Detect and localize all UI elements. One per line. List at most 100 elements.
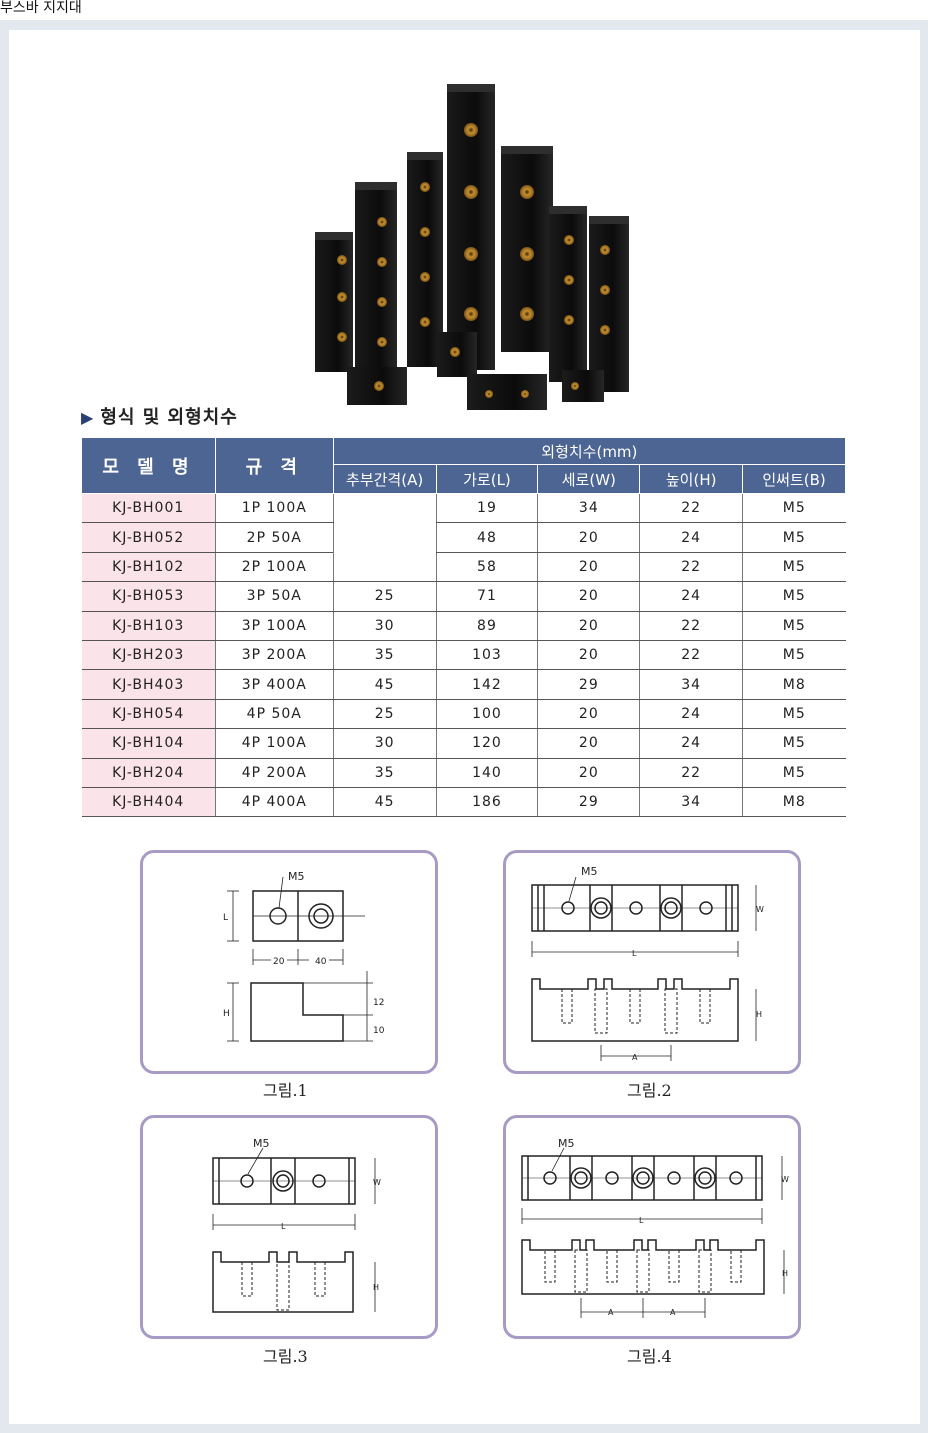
fig4-dim-a1: A <box>608 1308 614 1317</box>
cell-spec: 1P 100A <box>214 493 334 524</box>
cell-height: 34 <box>639 669 743 700</box>
fig4-dim-l: L <box>639 1216 644 1225</box>
fig3-dim-l: L <box>281 1222 286 1231</box>
cell-length: 19 <box>435 493 538 524</box>
header-dimensions: 외형치수(mm) <box>332 437 847 465</box>
busbar-block-3 <box>407 152 443 367</box>
cell-length: 71 <box>435 581 538 612</box>
figure-1-caption: 그림.1 <box>263 1081 308 1100</box>
section-heading-text: 형식 및 외형치수 <box>100 407 238 428</box>
figure-4-caption: 그림.4 <box>627 1347 672 1366</box>
header-insert: 인써트(B) <box>742 464 846 494</box>
table-row: KJ-BH204 4P 200A 35 140 20 22 M5 <box>81 758 846 788</box>
figure-4-box: M5 W L H A A <box>503 1115 801 1339</box>
cell-width: 29 <box>537 669 640 700</box>
cell-insert: M5 <box>742 581 846 612</box>
cell-width: 20 <box>537 522 640 553</box>
cell-height: 22 <box>639 552 743 583</box>
cell-insert: M5 <box>742 758 846 788</box>
cell-insert: M5 <box>742 640 846 671</box>
table-row: KJ-BH102 2P 100A 58 20 22 M5 <box>81 552 846 583</box>
cell-width: 20 <box>537 640 640 671</box>
figure-3-drawing: M5 W L H <box>212 1137 381 1313</box>
cell-model: KJ-BH104 <box>81 728 216 759</box>
fig1-dim-12: 12 <box>373 998 384 1008</box>
figure-4-drawing: M5 W L H A A <box>521 1137 789 1318</box>
cell-insert: M5 <box>742 728 846 759</box>
fig2-dim-w: W <box>756 905 764 914</box>
cell-insert: M5 <box>742 493 846 524</box>
cell-length: 120 <box>435 728 538 759</box>
cell-insert: M8 <box>742 669 846 700</box>
figure-3-caption: 그림.3 <box>263 1347 308 1366</box>
busbar-block-2 <box>355 182 397 387</box>
fig1-dim-40: 40 <box>315 957 327 967</box>
cell-pitch: 30 <box>332 728 437 759</box>
cell-spec: 4P 50A <box>214 699 334 730</box>
cell-spec: 2P 100A <box>214 552 334 583</box>
busbar-block-7 <box>589 216 629 392</box>
header-pitch: 추부간격(A) <box>332 464 437 494</box>
cell-model: KJ-BH204 <box>81 758 216 788</box>
cell-model: KJ-BH203 <box>81 640 216 671</box>
cell-model: KJ-BH052 <box>81 522 216 553</box>
cell-width: 20 <box>537 758 640 788</box>
header-spec: 규 격 <box>214 437 334 494</box>
cell-spec: 2P 50A <box>214 522 334 553</box>
table-row: KJ-BH404 4P 400A 45 186 29 34 M8 <box>81 787 846 818</box>
table-row: KJ-BH104 4P 100A 30 120 20 24 M5 <box>81 728 846 759</box>
fig4-dim-a2: A <box>670 1308 676 1317</box>
cell-height: 22 <box>639 493 743 524</box>
table-row: KJ-BH054 4P 50A 25 100 20 24 M5 <box>81 699 846 730</box>
fig4-insert-label: M5 <box>558 1137 575 1150</box>
figure-2-caption: 그림.2 <box>627 1081 672 1100</box>
table-row: KJ-BH103 3P 100A 30 89 20 22 M5 <box>81 611 846 641</box>
page-title: 부스바 지지대 <box>0 0 82 16</box>
fig2-dim-a: A <box>632 1053 638 1062</box>
cell-width: 20 <box>537 699 640 730</box>
cell-length: 140 <box>435 758 538 788</box>
cell-insert: M5 <box>742 611 846 641</box>
cell-pitch: 25 <box>332 581 437 612</box>
cell-width: 34 <box>537 493 640 524</box>
busbar-block-5 <box>501 146 553 352</box>
cell-model: KJ-BH102 <box>81 552 216 583</box>
cell-insert: M5 <box>742 699 846 730</box>
table-row: KJ-BH403 3P 400A 45 142 29 34 M8 <box>81 669 846 700</box>
table-row: KJ-BH203 3P 200A 35 103 20 22 M5 <box>81 640 846 671</box>
cell-pitch <box>332 493 437 583</box>
cell-model: KJ-BH404 <box>81 787 216 818</box>
cell-spec: 3P 100A <box>214 611 334 641</box>
cell-height: 22 <box>639 611 743 641</box>
header-width: 세로(W) <box>537 464 641 494</box>
cell-height: 24 <box>639 728 743 759</box>
cell-pitch: 25 <box>332 699 437 730</box>
cell-pitch: 45 <box>332 669 437 700</box>
cell-height: 34 <box>639 787 743 818</box>
cell-length: 142 <box>435 669 538 700</box>
header-length: 가로(L) <box>435 464 539 494</box>
fig3-dim-w: W <box>373 1178 381 1187</box>
cell-insert: M5 <box>742 522 846 553</box>
figure-2-drawing: M5 W L H A <box>531 865 764 1062</box>
cell-height: 24 <box>639 581 743 612</box>
cell-model: KJ-BH103 <box>81 611 216 641</box>
cell-height: 24 <box>639 699 743 730</box>
fig1-dim-20: 20 <box>273 957 285 967</box>
cell-model: KJ-BH054 <box>81 699 216 730</box>
cell-spec: 4P 200A <box>214 758 334 788</box>
cell-model: KJ-BH403 <box>81 669 216 700</box>
triangle-bullet-icon: ▶ <box>81 408 95 427</box>
fig1-dim-l: L <box>223 913 228 923</box>
figure-1-drawing: M5 L 20 40 H 12 10 <box>223 870 385 1042</box>
header-height: 높이(H) <box>639 464 744 494</box>
cell-pitch: 35 <box>332 758 437 788</box>
product-photo <box>315 84 629 410</box>
cell-length: 89 <box>435 611 538 641</box>
busbar-block-small-3 <box>467 374 547 410</box>
busbar-block-small-4 <box>562 370 604 402</box>
fig4-dim-w: W <box>781 1175 789 1184</box>
fig2-dim-h: H <box>756 1010 762 1019</box>
cell-spec: 4P 400A <box>214 787 334 818</box>
cell-length: 48 <box>435 522 538 553</box>
